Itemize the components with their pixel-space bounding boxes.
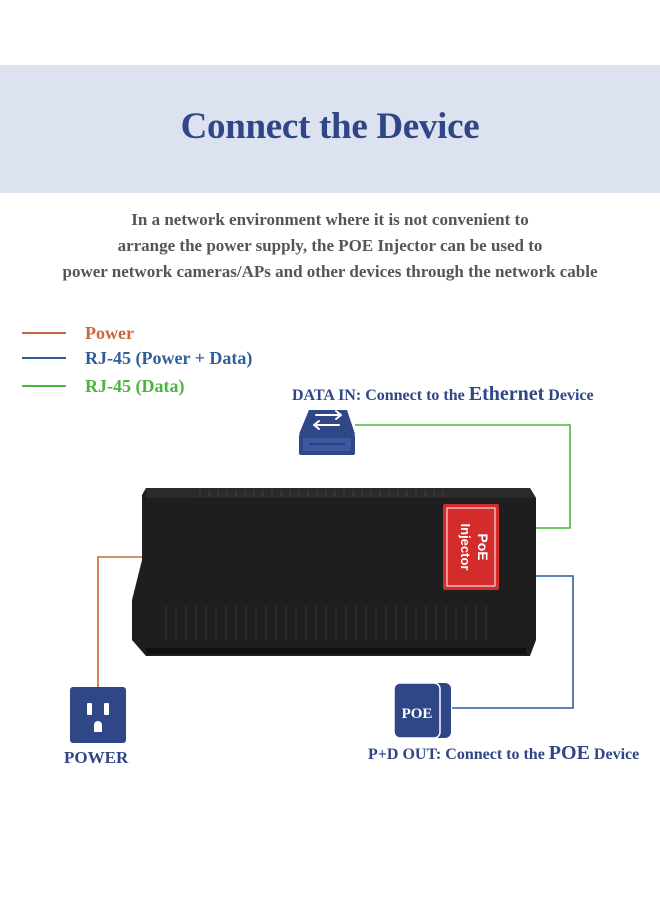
pd-out-poe: POE	[548, 742, 590, 764]
intro-line: power network cameras/APs and other devi…	[62, 262, 598, 281]
ethernet-device-icon	[299, 410, 355, 455]
power-wire	[97, 556, 142, 687]
title-banner: Connect the Device	[0, 65, 660, 193]
legend-label: RJ-45 (Power + Data)	[85, 347, 253, 368]
poe-injector-device: PoE Injector	[132, 488, 536, 656]
data-in-prefix: DATA IN: Connect to the	[292, 387, 469, 404]
vent-slots-side	[165, 606, 487, 640]
data-in-ethernet: Ethernet	[468, 383, 545, 405]
pd-out-prefix: P+D OUT: Connect to the	[368, 746, 549, 763]
poe-port-icon: POE	[393, 682, 451, 739]
power-label: POWER	[64, 748, 129, 767]
legend-label: Power	[85, 322, 134, 343]
page-title: Connect the Device	[180, 106, 480, 147]
legend-label: RJ-45 (Data)	[85, 375, 185, 396]
legend-swatch	[22, 332, 66, 334]
poe-out-wire	[452, 575, 574, 709]
legend-item-rj45-power-data: RJ-45 (Power + Data)	[22, 348, 252, 368]
injector-label	[443, 504, 499, 590]
data-in-label: DATA IN: Connect to the Ethernet Device	[292, 383, 594, 406]
power-outlet-icon	[70, 687, 126, 743]
intro-text: In a network environment where it is not…	[0, 207, 660, 285]
injector-label-line2: Injector	[458, 524, 473, 571]
pd-out-suffix: Device	[589, 746, 640, 763]
intro-line: In a network environment where it is not…	[131, 210, 529, 229]
legend-item-rj45-data: RJ-45 (Data)	[22, 376, 184, 396]
legend-swatch	[22, 385, 66, 387]
data-in-suffix: Device	[544, 387, 594, 404]
data-in-wire	[355, 424, 571, 529]
vent-slots-top	[199, 490, 444, 497]
pd-out-label: P+D OUT: Connect to the POE Device	[368, 742, 639, 765]
legend-swatch	[22, 357, 66, 359]
legend-item-power: Power	[22, 323, 134, 343]
poe-port-text: POE	[402, 706, 433, 722]
intro-line: arrange the power supply, the POE Inject…	[117, 236, 543, 255]
injector-label-line1: PoE	[475, 533, 491, 560]
